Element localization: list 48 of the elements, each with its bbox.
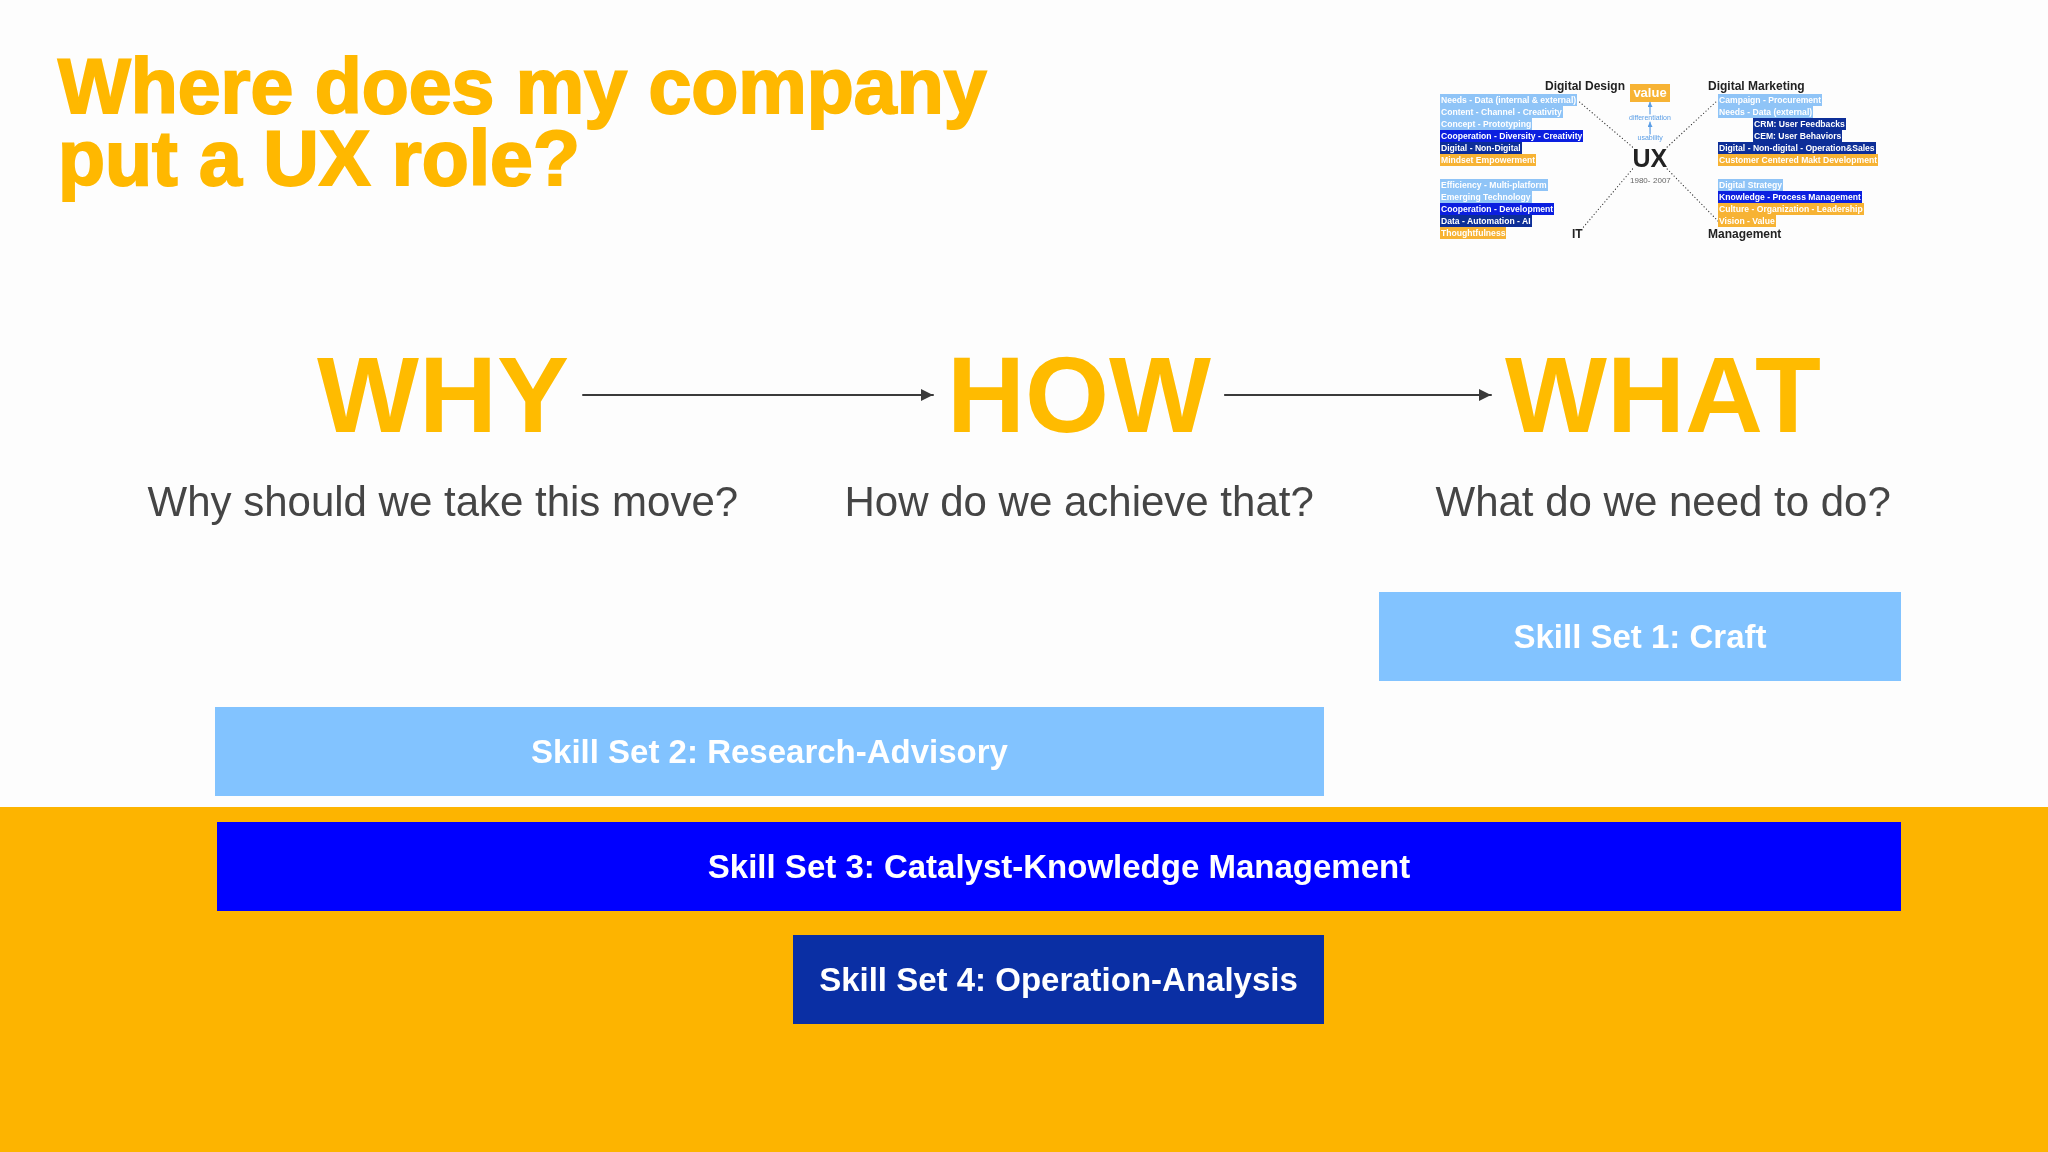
stage-question: How do we achieve that?: [844, 478, 1314, 526]
skill-bar: Skill Set 4: Operation-Analysis: [793, 935, 1324, 1024]
arrow: [582, 389, 934, 401]
arrow: [1647, 101, 1653, 115]
keyword-tag: Culture - Organization - Leadership: [1718, 203, 1864, 215]
stage-heading: WHAT: [1505, 341, 1821, 449]
keyword-tag: Thoughtfulness: [1440, 227, 1507, 239]
category-heading: IT: [1572, 228, 1583, 240]
keyword-tag: Emerging Technology: [1440, 191, 1532, 203]
keyword-tag: Mindset Empowerment: [1440, 154, 1537, 166]
keyword-tag: Efficiency - Multi-platform: [1440, 179, 1548, 191]
year-label: 2007: [1653, 176, 1671, 185]
year-label: 1980-: [1630, 176, 1651, 185]
arrow: [1647, 121, 1653, 135]
keyword-tag: Content - Channel - Creativity: [1440, 106, 1563, 118]
keyword-tag: Vision - Value: [1718, 215, 1776, 227]
dotted-line: [1582, 168, 1634, 229]
keyword-tag: Digital - Non-digital - Operation&Sales: [1718, 142, 1876, 154]
keyword-tag: Concept - Prototyping: [1440, 118, 1533, 130]
value-tag: value: [1630, 84, 1670, 102]
category-heading: Digital Design: [1545, 80, 1625, 92]
keyword-tag: Customer Centered Makt Development: [1718, 154, 1879, 166]
keyword-tag: Cooperation - Development: [1440, 203, 1555, 215]
center-label: UX: [1632, 147, 1668, 169]
keyword-tag: Data - Automation - AI: [1440, 215, 1532, 227]
keyword-tag: Campaign - Procurement: [1718, 94, 1823, 106]
stage-question: What do we need to do?: [1435, 478, 1891, 526]
keyword-tag: CRM: User Feedbacks: [1753, 118, 1846, 130]
arrow: [1223, 389, 1492, 401]
keyword-tag: Digital Strategy: [1718, 179, 1784, 191]
stage-heading: HOW: [947, 341, 1211, 449]
dotted-line: [1666, 99, 1719, 148]
skill-bar: Skill Set 3: Catalyst-Knowledge Management: [217, 822, 1901, 911]
category-heading: Digital Marketing: [1708, 80, 1805, 92]
slide-title: Where does my company put a UX role?: [57, 42, 988, 203]
keyword-tag: CEM: User Behaviors: [1753, 130, 1843, 142]
skill-bar: Skill Set 2: Research-Advisory: [215, 707, 1324, 796]
category-heading: Management: [1708, 228, 1782, 240]
stage-question: Why should we take this move?: [147, 478, 739, 526]
dotted-line: [1576, 99, 1634, 148]
keyword-tag: Cooperation - Diversity - Creativity: [1440, 130, 1584, 142]
skill-bar: Skill Set 1: Craft: [1379, 592, 1901, 681]
dotted-line: [1666, 168, 1719, 222]
keyword-tag: Needs - Data (internal & external): [1440, 94, 1578, 106]
stage-heading: WHY: [317, 341, 569, 449]
keyword-tag: Needs - Data (external): [1718, 106, 1814, 118]
keyword-tag: Knowledge - Process Management: [1718, 191, 1862, 203]
keyword-tag: Digital - Non-Digital: [1440, 142, 1522, 154]
